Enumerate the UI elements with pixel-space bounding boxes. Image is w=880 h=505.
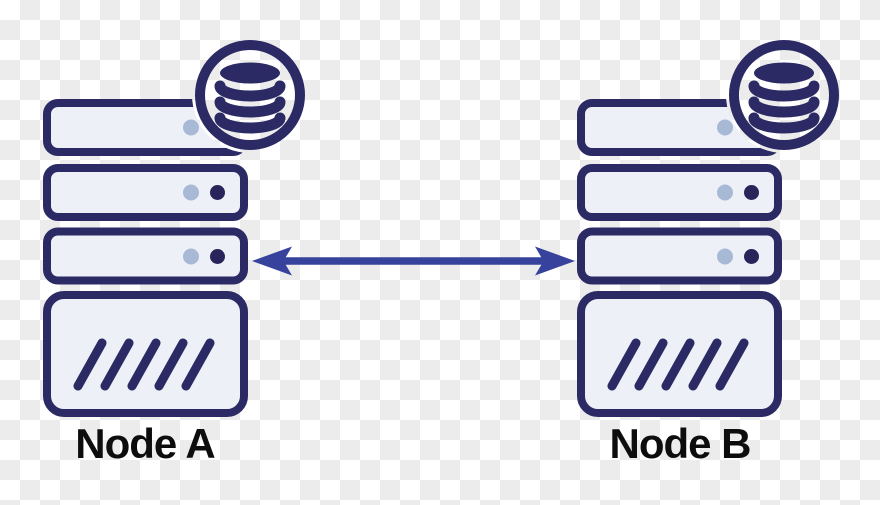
node-a-db-rings — [214, 80, 286, 134]
node-b-badge-circle — [729, 40, 839, 150]
node-a-led-light-1 — [183, 119, 199, 136]
bidirectional-arrow — [252, 246, 575, 276]
node-a-database-icon — [195, 40, 305, 150]
node-a-server-unit-2 — [43, 164, 248, 221]
arrow-head-left — [252, 246, 292, 276]
node-b-led-light-2 — [717, 184, 733, 201]
node-b-db-rings — [748, 80, 820, 134]
node-b-led-light-1 — [717, 119, 733, 136]
node-b-database-icon — [729, 40, 839, 150]
node-b-server-unit-3 — [577, 227, 782, 285]
node-a-led-light-3 — [183, 248, 199, 265]
arrow-head-right — [535, 246, 575, 276]
node-a-led-dark-2 — [210, 185, 225, 200]
node-a-badge-circle — [195, 40, 305, 150]
node-b-server-unit-2 — [577, 164, 782, 221]
node-a-vent-slashes — [73, 338, 215, 391]
node-a-led-light-2 — [183, 184, 199, 201]
node-b-led-dark-2 — [744, 185, 759, 200]
node-b-label: Node B — [609, 420, 752, 467]
node-b-vent-slashes — [607, 338, 749, 391]
node-b-led-dark-3 — [744, 249, 759, 264]
node-b-db-top-disk — [754, 62, 814, 84]
node-b-server-stack — [577, 99, 782, 417]
node-a-db-top-disk — [220, 62, 280, 84]
node-a-label: Node A — [75, 420, 215, 467]
node-a-led-dark-3 — [210, 249, 225, 264]
node-a-server-unit-3 — [43, 227, 248, 285]
node-a-server-stack — [43, 99, 248, 417]
node-b-led-light-3 — [717, 248, 733, 265]
